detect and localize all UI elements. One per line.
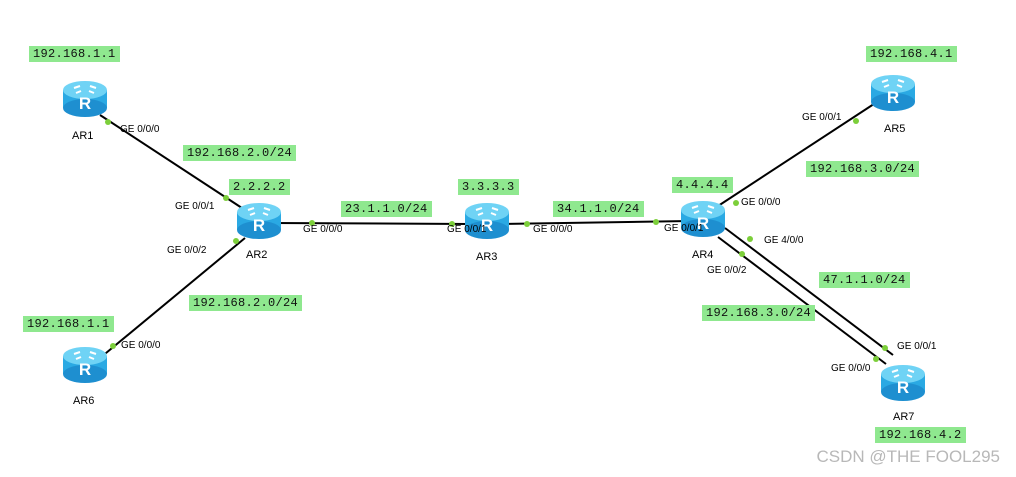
link-ar1-ar2[interactable] xyxy=(99,114,246,211)
router-icon[interactable]: R xyxy=(62,344,108,384)
router-name-ar3: AR3 xyxy=(476,251,498,263)
ip-tag-ar5: 192.168.4.1 xyxy=(866,46,957,62)
link-ar4-ar5[interactable] xyxy=(714,99,881,209)
port-dot xyxy=(233,238,239,244)
port-dot xyxy=(309,220,315,226)
port-dot xyxy=(747,236,753,242)
interface-label: GE 0/0/1 xyxy=(802,112,842,123)
router-id-tag-ar4: 4.4.4.4 xyxy=(672,177,733,193)
ip-tag-ar1: 192.168.1.1 xyxy=(29,46,120,62)
port-dot xyxy=(105,119,111,125)
link-ar2-ar6[interactable] xyxy=(99,237,246,359)
router-icon[interactable]: R xyxy=(870,72,916,112)
router-icon[interactable]: R xyxy=(464,200,510,240)
router-glyph: R xyxy=(253,216,265,235)
links xyxy=(99,99,894,365)
port-dot xyxy=(882,345,888,351)
port-dots xyxy=(105,118,888,362)
router-glyph: R xyxy=(79,94,91,113)
port-dot xyxy=(873,356,879,362)
router-icon[interactable]: R xyxy=(62,78,108,118)
link-ar4-ar7-b[interactable] xyxy=(717,236,887,365)
port-dot xyxy=(739,251,745,257)
port-dot xyxy=(110,343,116,349)
interface-label: GE 0/0/0 xyxy=(741,197,781,208)
router-icon[interactable]: R xyxy=(680,198,726,238)
router-name-ar1: AR1 xyxy=(72,130,94,142)
interface-label: GE 0/0/2 xyxy=(707,265,747,276)
router-glyph: R xyxy=(79,360,91,379)
router-name-ar5: AR5 xyxy=(884,123,906,135)
network-tag-ar2-ar3: 23.1.1.0/24 xyxy=(341,201,432,217)
router-name-ar7: AR7 xyxy=(893,411,915,423)
interface-label: GE 0/0/1 xyxy=(175,201,215,212)
interface-label: GE 0/0/0 xyxy=(303,224,343,235)
network-tag-ar3-ar4: 34.1.1.0/24 xyxy=(553,201,644,217)
router-id-tag-ar3: 3.3.3.3 xyxy=(458,179,519,195)
router-glyph: R xyxy=(887,88,899,107)
watermark: CSDN @THE FOOL295 xyxy=(816,447,1000,466)
router-id-tag-ar2: 2.2.2.2 xyxy=(229,179,290,195)
interface-label: GE 0/0/1 xyxy=(897,341,937,352)
network-tag-ar4-ar7-a: 47.1.1.0/24 xyxy=(819,272,910,288)
router-name-ar4: AR4 xyxy=(692,249,714,261)
router-icon[interactable]: R xyxy=(236,200,282,240)
router-glyph: R xyxy=(481,216,493,235)
interface-label: GE 0/0/0 xyxy=(533,224,573,235)
port-dot xyxy=(449,221,455,227)
network-tag-ar4-ar7-b: 192.168.3.0/24 xyxy=(702,305,816,321)
router-name-ar2: AR2 xyxy=(246,249,268,261)
port-dot xyxy=(223,195,229,201)
link-ar2-ar3[interactable] xyxy=(269,222,471,225)
network-tag-ar4-ar5: 192.168.3.0/24 xyxy=(806,161,920,177)
network-tag-ar1-ar2: 192.168.2.0/24 xyxy=(183,145,297,161)
link-ar4-ar7-a[interactable] xyxy=(724,227,894,356)
port-dot xyxy=(524,221,530,227)
interface-label: GE 0/0/1 xyxy=(664,223,704,234)
router-icon[interactable]: R xyxy=(880,362,926,402)
ip-tag-ar6: 192.168.1.1 xyxy=(23,316,114,332)
port-dot xyxy=(653,219,659,225)
router-glyph: R xyxy=(697,214,709,233)
router-glyph: R xyxy=(897,378,909,397)
interface-label: GE 0/0/1 xyxy=(447,224,487,235)
router-name-ar6: AR6 xyxy=(73,395,95,407)
interface-label: GE 0/0/0 xyxy=(120,124,160,135)
interface-label: GE 4/0/0 xyxy=(764,235,804,246)
interface-label: GE 0/0/2 xyxy=(167,245,207,256)
ip-tag-ar7: 192.168.4.2 xyxy=(875,427,966,443)
network-tag-ar2-ar6: 192.168.2.0/24 xyxy=(189,295,303,311)
interface-label: GE 0/0/0 xyxy=(121,340,161,351)
port-dot xyxy=(853,118,859,124)
interface-label: GE 0/0/0 xyxy=(831,363,871,374)
port-dot xyxy=(733,200,739,206)
